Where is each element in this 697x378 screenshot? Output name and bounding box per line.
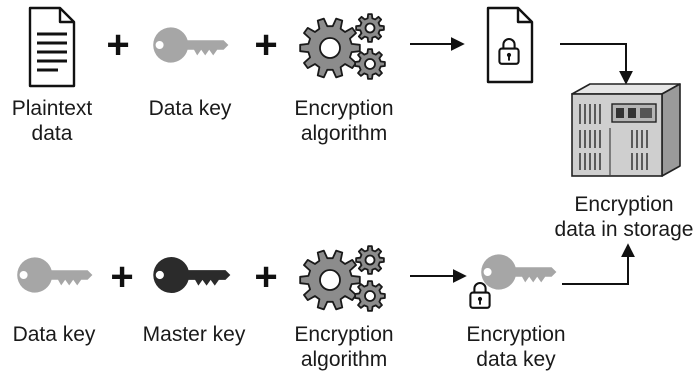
encrypted-document-icon — [486, 6, 534, 84]
storage-label: Encryption data in storage — [554, 193, 694, 241]
data-key-label: Data key — [12, 323, 96, 346]
master-key-icon — [153, 256, 231, 294]
encryption-algorithm-label: Encryption algorithm — [294, 323, 394, 371]
plus-operator: + — [254, 23, 277, 67]
lock-icon — [469, 281, 491, 309]
gears-icon — [299, 13, 386, 80]
plaintext-data-label: Plaintext data — [11, 97, 93, 145]
gears-icon — [299, 245, 386, 312]
data-key-icon — [153, 27, 229, 63]
encryption-algorithm-label: Encryption algorithm — [294, 97, 394, 145]
plus-operator: + — [106, 23, 129, 67]
flow-arrow — [562, 243, 635, 285]
encrypted-data-key-icon — [469, 254, 557, 309]
plaintext-document-icon — [28, 6, 76, 88]
data-key-label: Data key — [148, 97, 232, 120]
flow-arrow — [560, 43, 633, 85]
plus-operator: + — [110, 255, 133, 299]
plus-operator: + — [254, 255, 277, 299]
storage-server-icon — [571, 83, 681, 177]
encryption-data-key-label: Encryption data key — [466, 323, 566, 371]
data-key-icon — [17, 257, 93, 293]
master-key-label: Master key — [142, 323, 246, 346]
